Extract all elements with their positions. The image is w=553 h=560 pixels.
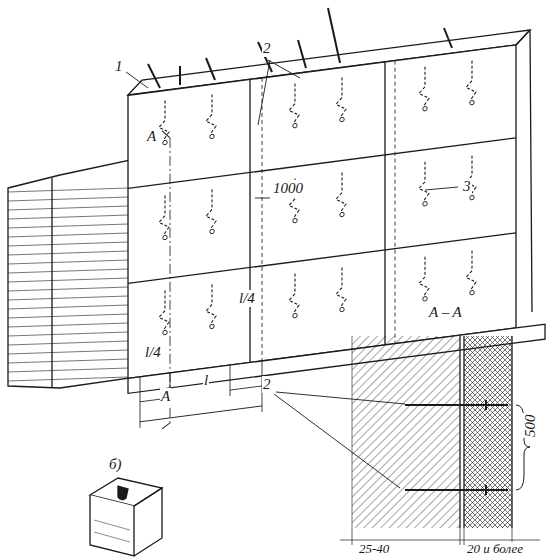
anchor-end (293, 313, 297, 318)
anchor-hook (289, 83, 299, 124)
brick-course (8, 341, 128, 345)
brick-course (8, 242, 128, 246)
brick-course (8, 296, 128, 300)
drawing-label: l/4 (144, 344, 162, 361)
anchor-hook (336, 77, 346, 118)
brick-course (8, 314, 128, 318)
brick-course (8, 350, 128, 354)
brick-course (8, 260, 128, 264)
anchor-hook (336, 172, 346, 213)
drawing-label: 3 (462, 178, 472, 195)
brick-wall (8, 160, 130, 388)
brick-course (8, 206, 128, 210)
anchor-hook (159, 195, 169, 236)
anchor-end (210, 324, 214, 329)
anchor-end (423, 106, 427, 111)
drawing-label: 2 (262, 376, 272, 393)
anchor-end (340, 212, 344, 217)
anchor-end (470, 290, 474, 295)
drawing-label: l/4 (238, 290, 256, 307)
anchor-end (293, 218, 297, 223)
brick-course (8, 251, 128, 255)
anchor-end (340, 307, 344, 312)
brick-course (8, 188, 128, 192)
anchor-end (340, 117, 344, 122)
anchor-end (423, 296, 427, 301)
brick-course (8, 368, 128, 372)
drawing-label: l (203, 372, 209, 389)
drawing-label: 1000 (272, 180, 304, 197)
leader-lines (126, 60, 458, 198)
drawing-label: A (160, 388, 171, 405)
brick-course (8, 323, 128, 327)
anchor-end (163, 235, 167, 240)
drawing-label: б) (108, 456, 123, 473)
anchor-end (423, 201, 427, 206)
drawing-label: A – A (428, 304, 463, 321)
anchor-end (470, 100, 474, 105)
drawing-label: 2 (262, 40, 272, 57)
drawing-label: 25-40 (358, 542, 390, 556)
anchor-hook (466, 60, 476, 101)
anchor-hook (336, 267, 346, 308)
drawing-label: 1 (114, 58, 124, 75)
brick-course (8, 377, 128, 381)
drawing-label: 500 (522, 414, 539, 439)
anchor-hook (466, 250, 476, 291)
anchor-end (210, 134, 214, 139)
brick-course (8, 224, 128, 228)
drawing-label: 20 и более (466, 542, 524, 556)
anchor-hook (289, 273, 299, 314)
anchor-rods (148, 8, 452, 88)
anchor-end (470, 195, 474, 200)
anchor-hook (206, 284, 216, 325)
brick-course (8, 269, 128, 273)
brick-course (8, 305, 128, 309)
drawing-label: A (146, 128, 157, 145)
anchor-hook (206, 189, 216, 230)
brick-course (8, 278, 128, 282)
brick-course (8, 215, 128, 219)
anchor-end (163, 330, 167, 335)
anchor-hook (419, 161, 429, 202)
anchor-hook (419, 66, 429, 107)
brick-course (8, 233, 128, 237)
anchor-hook (159, 290, 169, 331)
panel-fragment (90, 478, 162, 556)
brick-course (8, 197, 128, 201)
section-aa (274, 336, 540, 545)
brick-course (8, 359, 128, 363)
anchor-end (163, 140, 167, 145)
brick-course (8, 287, 128, 291)
anchor-hook (206, 94, 216, 135)
anchor-hook (419, 256, 429, 297)
anchor-end (293, 123, 297, 128)
brick-course (8, 332, 128, 336)
anchor-end (210, 229, 214, 234)
